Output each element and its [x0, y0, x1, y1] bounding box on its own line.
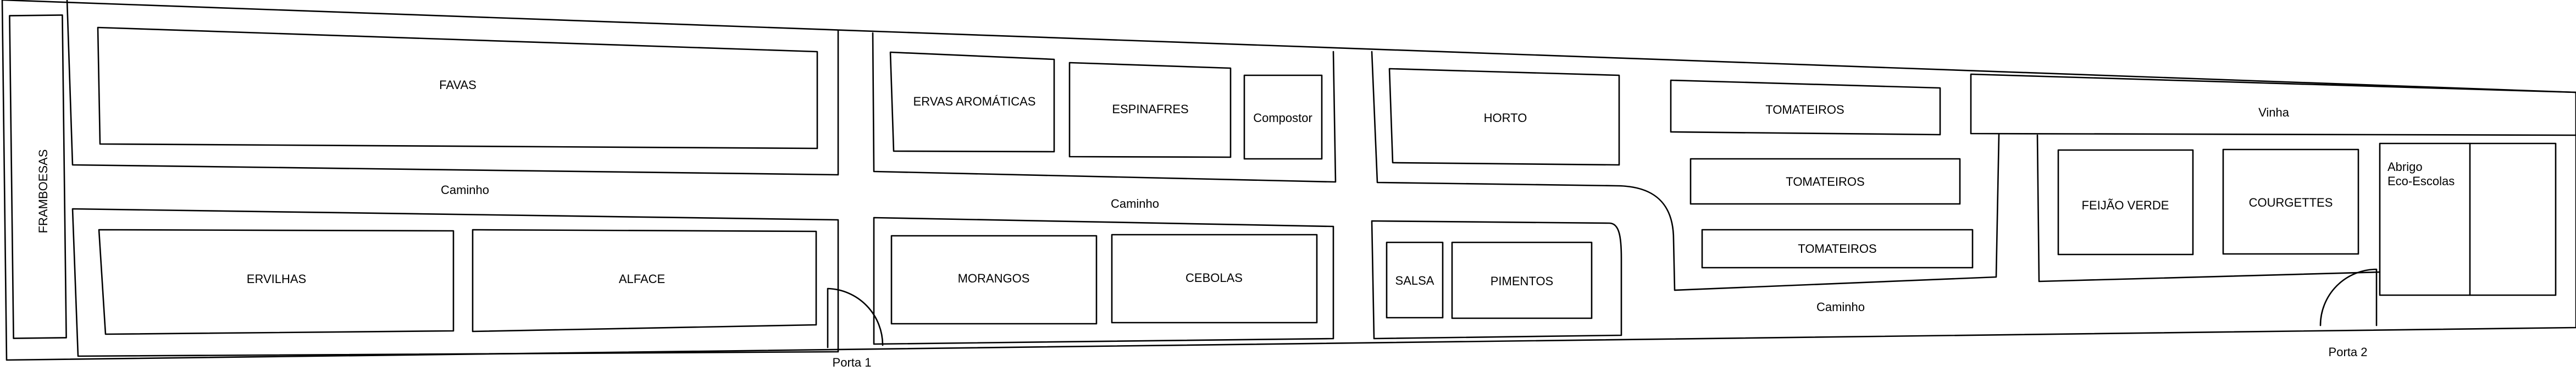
building-abrigo-label-line2: Eco-Escolas [2387, 174, 2455, 188]
bed-framboesas-label: FRAMBOESAS [36, 149, 50, 234]
path-caminho-2-label: Caminho [1111, 197, 1159, 211]
bed-ervas-aromaticas-label: ERVAS AROMÁTICAS [913, 95, 1036, 108]
door-porta-1 [827, 287, 884, 348]
path-caminho-3-label: Caminho [1816, 300, 1865, 314]
path-caminho-1-label: Caminho [441, 183, 489, 197]
door-porta-2-label: Porta 2 [2329, 345, 2368, 359]
section-middle [872, 32, 1337, 345]
section-west-top-outline [66, 0, 839, 176]
bed-ervas-aromaticas [889, 51, 1055, 153]
building-abrigo-label-line1: Abrigo [2387, 160, 2423, 174]
bed-favas [97, 26, 818, 149]
bed-espinafres [1068, 62, 1232, 158]
garden-boundary [1, 0, 2576, 361]
bed-feijao-verde-label: FEIJÃO VERDE [2082, 198, 2169, 212]
bed-vinha-label: Vinha [2258, 106, 2290, 119]
section-middle-top-outline [872, 32, 1337, 183]
bed-feijao-verde [2057, 149, 2194, 256]
bed-tomateiros-1 [1670, 79, 1941, 136]
bed-courgettes-label: COURGETTES [2249, 196, 2333, 209]
section-west [66, 0, 839, 357]
bed-tomateiros-3-label: TOMATEIROS [1798, 242, 1876, 256]
section-middle-bottom-outline [873, 217, 1334, 345]
bed-horto [1388, 68, 1620, 166]
bed-cebolas [1111, 234, 1318, 324]
section-west-bottom-outline [71, 208, 839, 357]
bed-tomateiros-2-label: TOMATEIROS [1786, 175, 1864, 189]
bed-morangos [890, 235, 1098, 325]
bed-espinafres-label: ESPINAFRES [1112, 102, 1188, 116]
building-abrigo-eco-escolas [2379, 142, 2557, 296]
bed-ervilhas [98, 229, 455, 335]
bed-salsa [1386, 241, 1444, 319]
bed-framboesas [9, 14, 67, 339]
bed-tomateiros-1-label: TOMATEIROS [1765, 103, 1844, 117]
bed-courgettes [2222, 148, 2359, 255]
section-east [1371, 51, 2000, 340]
bed-horto-label: HORTO [1484, 111, 1527, 125]
bed-cebolas-label: CEBOLAS [1185, 271, 1243, 285]
section-east-top-outline [1371, 51, 2000, 291]
bed-compostor [1243, 74, 1323, 160]
bed-pimentos-label: PIMENTOS [1491, 274, 1554, 288]
bed-salsa-label: SALSA [1395, 274, 1434, 287]
bed-favas-label: FAVAS [439, 78, 477, 92]
bed-alface-label: ALFACE [619, 272, 665, 286]
bed-alface [472, 229, 817, 333]
bed-vinha [1970, 73, 2576, 136]
section-east-bottom-outline [1371, 220, 1622, 340]
section-far-east-outline [2036, 134, 2381, 283]
bed-pimentos [1451, 241, 1593, 319]
door-porta-2 [2319, 268, 2378, 326]
bed-tomateiros-3 [1701, 229, 1974, 269]
bed-ervilhas-label: ERVILHAS [247, 272, 306, 286]
bed-compostor-label: Compostor [1253, 111, 1312, 125]
door-porta-1-label: Porta 1 [833, 356, 872, 369]
bed-tomateiros-2 [1689, 158, 1961, 205]
bed-morangos-label: MORANGOS [958, 272, 1030, 285]
